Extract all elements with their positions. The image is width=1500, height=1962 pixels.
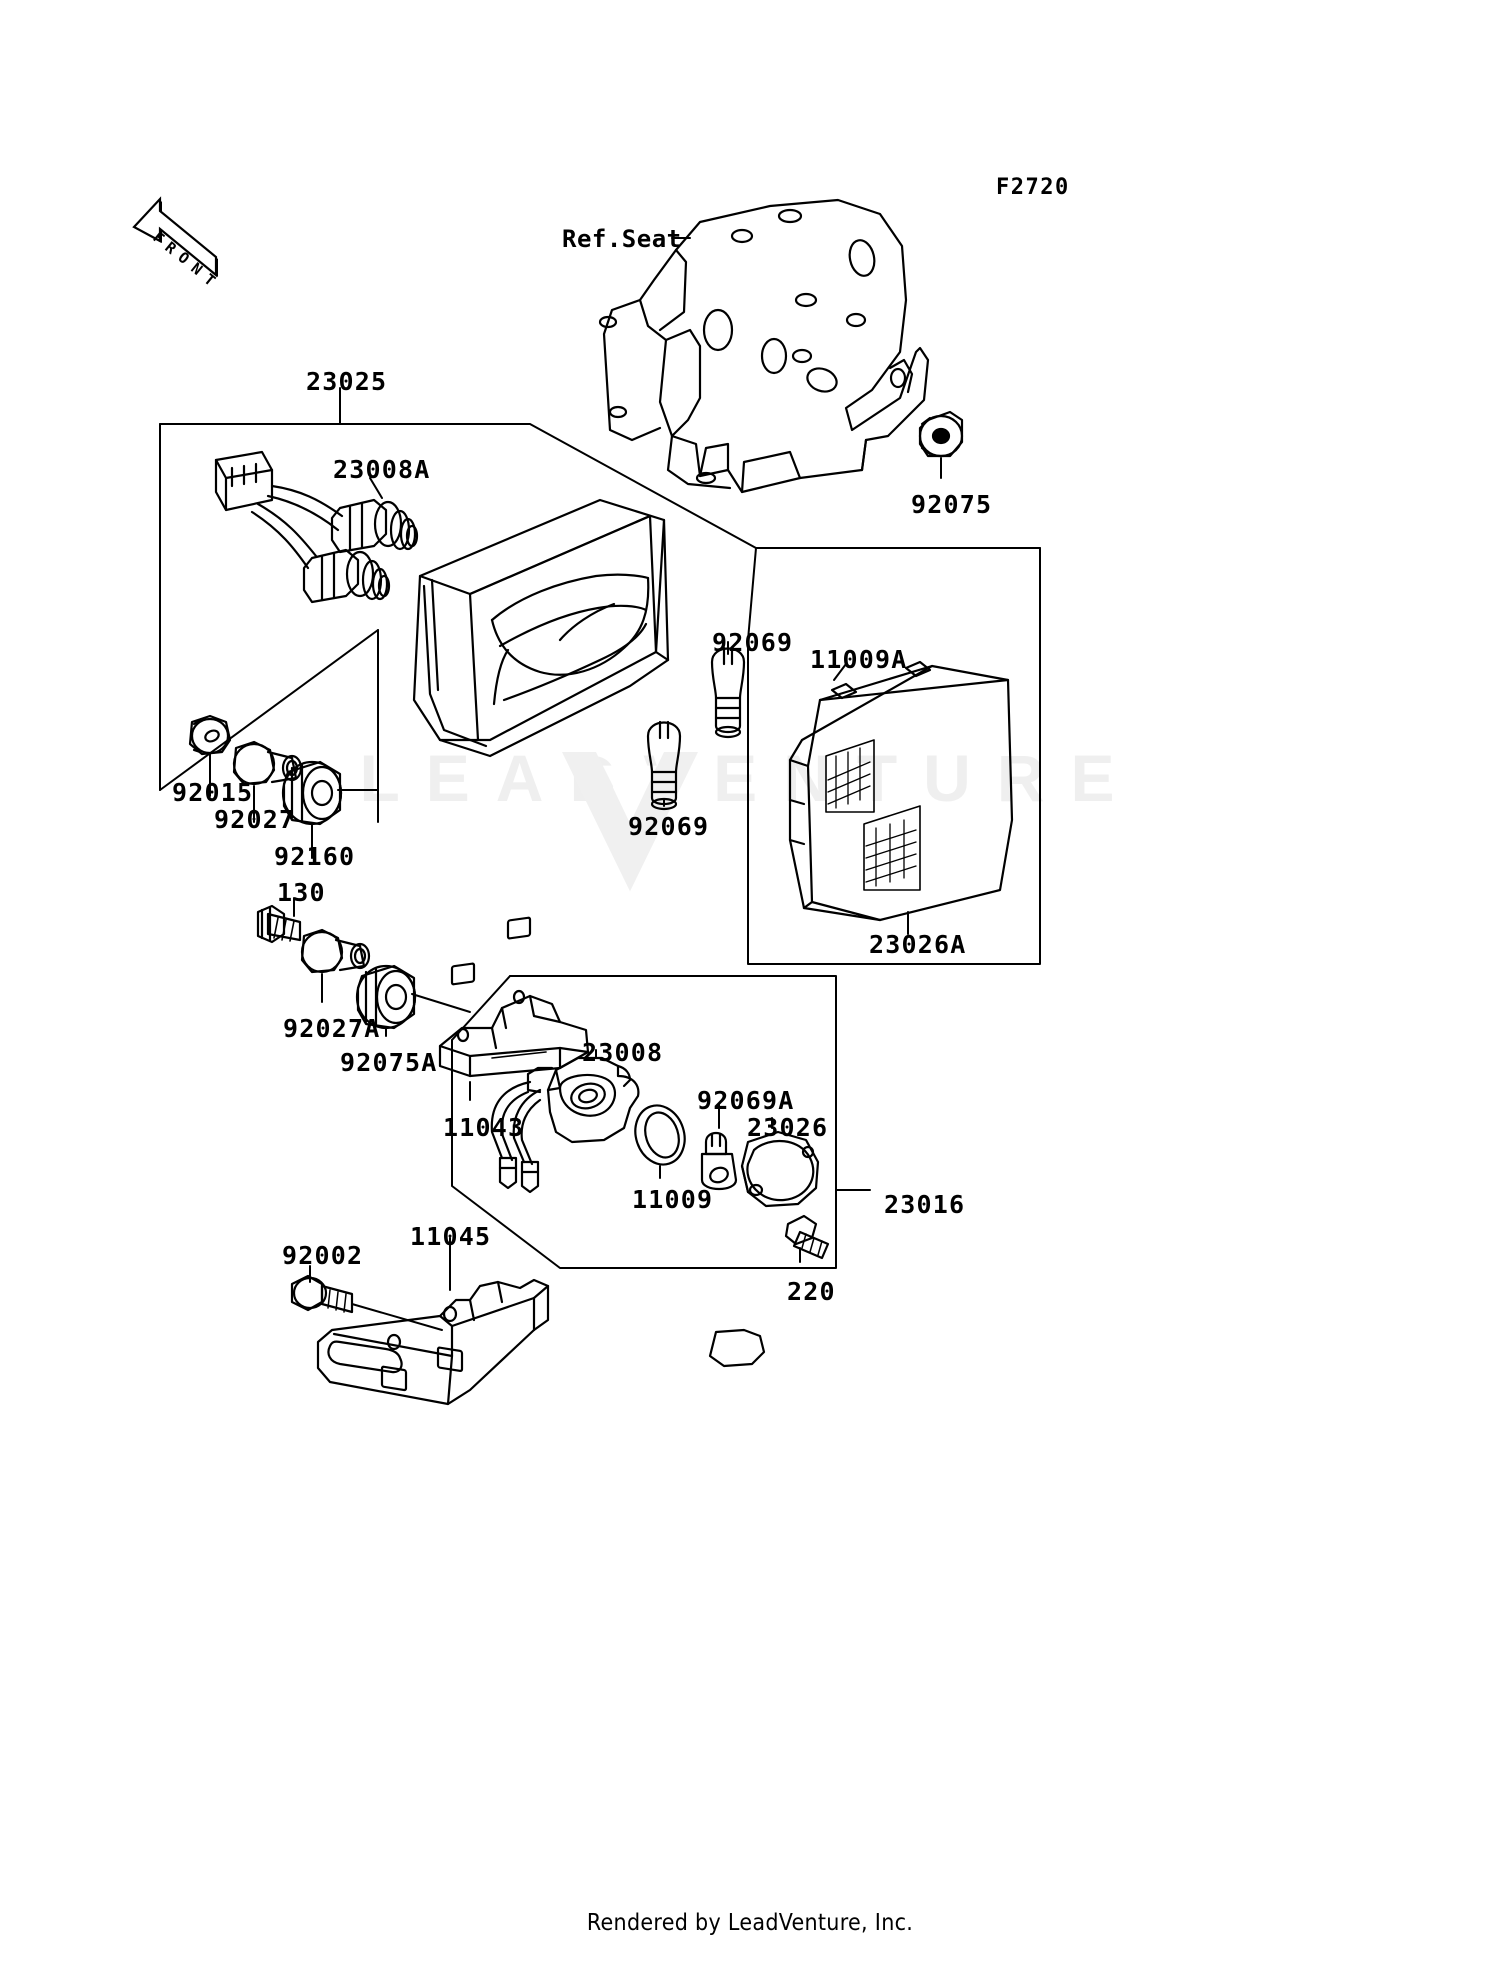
taillight-body-drawing bbox=[412, 498, 670, 758]
bolt-130-drawing bbox=[256, 904, 302, 944]
callout-23025: 23025 bbox=[306, 367, 388, 396]
lens-11009A-drawing bbox=[788, 660, 1014, 922]
ref-seat-label: Ref.Seat bbox=[562, 225, 682, 253]
lens-23026-drawing bbox=[740, 1130, 820, 1208]
callout-92075A: 92075A bbox=[340, 1048, 438, 1077]
collar-92027A-drawing bbox=[300, 928, 371, 974]
front-orientation-badge: F R O N T bbox=[132, 196, 219, 285]
bracket-11043-drawing bbox=[438, 916, 590, 1078]
callout-11009: 11009 bbox=[632, 1185, 714, 1214]
callout-23016: 23016 bbox=[884, 1190, 966, 1219]
callout-23026A: 23026A bbox=[869, 930, 967, 959]
leadventure-logo-watermark bbox=[562, 752, 698, 892]
group-box-23025 bbox=[159, 423, 1041, 823]
bulb-92069-lower-drawing bbox=[646, 720, 682, 811]
callout-92075: 92075 bbox=[911, 490, 993, 519]
callout-92027A: 92027A bbox=[283, 1014, 381, 1043]
callout-130: 130 bbox=[277, 878, 326, 907]
callout-11045: 11045 bbox=[410, 1222, 492, 1251]
callout-92069-upper: 92069 bbox=[712, 628, 794, 657]
gasket-11009-drawing bbox=[634, 1104, 686, 1166]
callout-92015: 92015 bbox=[172, 778, 254, 807]
footer-credit: Rendered by LeadVenture, Inc. bbox=[586, 1910, 914, 1936]
bolt-92002-drawing bbox=[290, 1274, 354, 1314]
callout-23008: 23008 bbox=[582, 1038, 664, 1067]
license-plate-bracket-11045-drawing bbox=[316, 1278, 550, 1406]
socket-cord-23008A-drawing bbox=[214, 450, 419, 604]
license-lamp-body-23008-drawing bbox=[490, 1056, 766, 1368]
callout-220: 220 bbox=[787, 1277, 836, 1306]
callout-11043: 11043 bbox=[443, 1113, 525, 1142]
callout-92069A: 92069A bbox=[697, 1086, 795, 1115]
callout-92027: 92027 bbox=[214, 805, 296, 834]
diagram-code: F2720 bbox=[996, 175, 1070, 200]
callout-92160: 92160 bbox=[274, 842, 356, 871]
nut-92015-drawing bbox=[188, 714, 232, 756]
bulb-92069-upper-drawing bbox=[710, 646, 746, 739]
seat-bracket-drawing bbox=[598, 198, 930, 494]
bulb-92069A-drawing bbox=[700, 1131, 738, 1191]
callout-92069-lower: 92069 bbox=[628, 812, 710, 841]
callout-11009A: 11009A bbox=[810, 645, 908, 674]
watermark-text: LEADVENTURE bbox=[359, 741, 1141, 815]
screw-220-drawing bbox=[784, 1214, 830, 1260]
callout-23008A: 23008A bbox=[333, 455, 431, 484]
callout-92002: 92002 bbox=[282, 1241, 364, 1270]
damper-92075-drawing bbox=[918, 410, 964, 458]
callout-23026: 23026 bbox=[747, 1113, 829, 1142]
